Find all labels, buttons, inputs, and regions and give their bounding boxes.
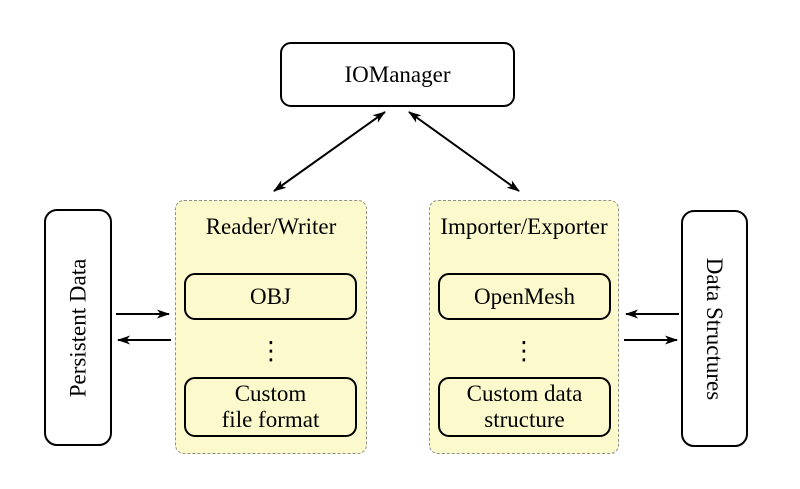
node-data-structures: Data Structures	[681, 210, 748, 447]
node-obj: OBJ	[184, 273, 357, 320]
node-persistent-data: Persistent Data	[44, 209, 112, 446]
ellipsis-importer-exporter: ⋮	[511, 335, 537, 365]
panel-reader-writer: Reader/Writer OBJ ⋮ Custom file format	[175, 200, 367, 454]
ellipsis-reader-writer: ⋮	[258, 335, 284, 365]
node-persistent-data-label: Persistent Data	[65, 258, 91, 397]
edge-iomanager-readerwriter	[273, 111, 386, 192]
edge-iomanager-importerexporter	[408, 111, 520, 192]
node-custom-file-format: Custom file format	[184, 377, 357, 437]
node-iomanager: IOManager	[280, 42, 515, 107]
panel-reader-writer-title: Reader/Writer	[205, 214, 337, 239]
node-custom-data-structure: Custom data structure	[438, 377, 611, 437]
node-iomanager-label: IOManager	[344, 61, 451, 87]
node-openmesh: OpenMesh	[438, 273, 611, 320]
panel-importer-exporter-title: Importer/Exporter	[440, 214, 608, 239]
panel-importer-exporter: Importer/Exporter OpenMesh ⋮ Custom data…	[429, 200, 619, 454]
node-data-structures-label: Data Structures	[702, 257, 728, 400]
